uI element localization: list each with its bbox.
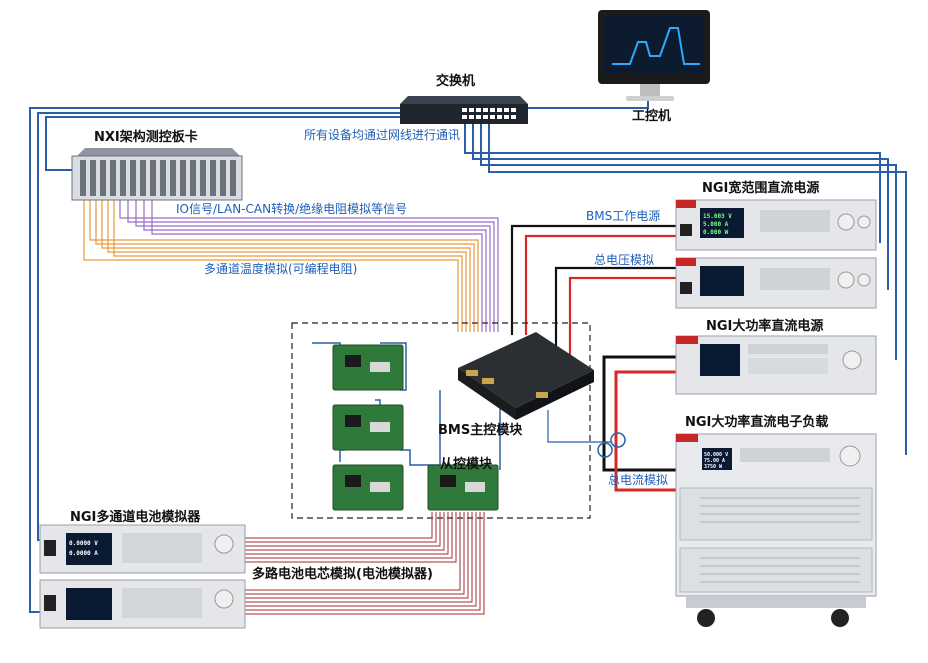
load-readout-1: 50.000 V xyxy=(704,452,728,458)
load-readout-3: 3750 W xyxy=(704,464,723,470)
slave-board-1 xyxy=(332,344,404,391)
wide-psu-readout-1: 15.003 V xyxy=(703,213,732,220)
network-note: 所有设备均通过网线进行通讯 xyxy=(304,128,461,142)
panel-readouts: 15.003 V 5.000 A 0.000 W 0.0000 V 0.0000… xyxy=(69,213,732,557)
bms-master-label: BMS主控模块 xyxy=(438,423,523,438)
slave-board-wiring xyxy=(312,342,501,470)
switch-ports xyxy=(462,108,516,119)
network-cables xyxy=(29,96,907,613)
total-voltage-red xyxy=(568,276,676,370)
battery-sim-label: NGI多通道电池模拟器 xyxy=(70,510,201,525)
io-signal-label: IO信号/LAN-CAN转换/绝缘电阻模拟等信号 xyxy=(176,202,408,216)
power-wires xyxy=(510,224,676,370)
network-cable-battery-sim-1 xyxy=(37,112,405,541)
network-cable-battery-sim-2 xyxy=(29,107,405,613)
network-cable-wide-psu-1 xyxy=(464,122,881,243)
slave-board-2 xyxy=(332,404,404,451)
switch-label: 交换机 xyxy=(436,74,476,89)
wide-psu-readout-2: 5.000 A xyxy=(703,221,729,228)
nxi-chassis xyxy=(71,148,243,201)
bms-power-black xyxy=(510,224,676,335)
current-sensor-1 xyxy=(610,432,626,448)
high-psu-unit xyxy=(675,335,877,395)
ipc-label: 工控机 xyxy=(632,109,672,124)
switch-device xyxy=(400,96,528,124)
ipc-monitor xyxy=(598,10,710,101)
bms-slave-label: 从控模块 xyxy=(440,457,493,472)
total-voltage-black xyxy=(554,266,676,360)
temp-signal-bundle xyxy=(83,198,479,332)
slave-board-3 xyxy=(332,464,404,511)
network-cable-nxi xyxy=(45,116,410,171)
temp-signal-label: 多通道温度模拟(可编程电阻) xyxy=(204,262,358,276)
wide-psu-label: NGI宽范围直流电源 xyxy=(702,181,820,196)
bms-enclosure xyxy=(291,322,591,519)
bms-master-module xyxy=(458,332,594,420)
eload-label: NGI大功率直流电子负载 xyxy=(685,415,829,430)
bms-power-label: BMS工作电源 xyxy=(586,209,661,223)
network-cable-eload xyxy=(488,122,907,455)
wide-psu-readout-3: 0.000 W xyxy=(703,229,729,236)
network-cable-high-psu xyxy=(480,122,897,360)
slave-board-4 xyxy=(427,464,499,511)
wide-psu-unit-1 xyxy=(675,199,877,251)
bms-power-red xyxy=(524,234,676,335)
cell-wire-bundle xyxy=(245,512,485,615)
eload-unit xyxy=(675,433,877,627)
nxi-label: NXI架构测控板卡 xyxy=(94,130,198,145)
current-sensor-2 xyxy=(597,442,613,458)
battery-sim-readout-1: 0.0000 V xyxy=(69,540,98,547)
eload-wheel-left xyxy=(697,609,715,627)
total-current-label: 总电流模拟 xyxy=(608,473,669,487)
eload-wheel-right xyxy=(831,609,849,627)
current-loop xyxy=(547,355,676,492)
battery-sim-unit-1 xyxy=(39,524,246,574)
network-cable-wide-psu-2 xyxy=(472,122,889,290)
battery-sim-unit-2 xyxy=(39,579,246,629)
battery-sim-readout-2: 0.0000 A xyxy=(69,550,98,557)
load-readout-2: 75.00 A xyxy=(704,458,725,464)
wide-psu-unit-2 xyxy=(675,257,877,309)
high-psu-label: NGI大功率直流电源 xyxy=(706,319,824,334)
total-voltage-label: 总电压模拟 xyxy=(594,253,655,267)
io-signal-bundle xyxy=(119,198,499,332)
cells-label: 多路电池电芯模拟(电池模拟器) xyxy=(252,567,433,582)
